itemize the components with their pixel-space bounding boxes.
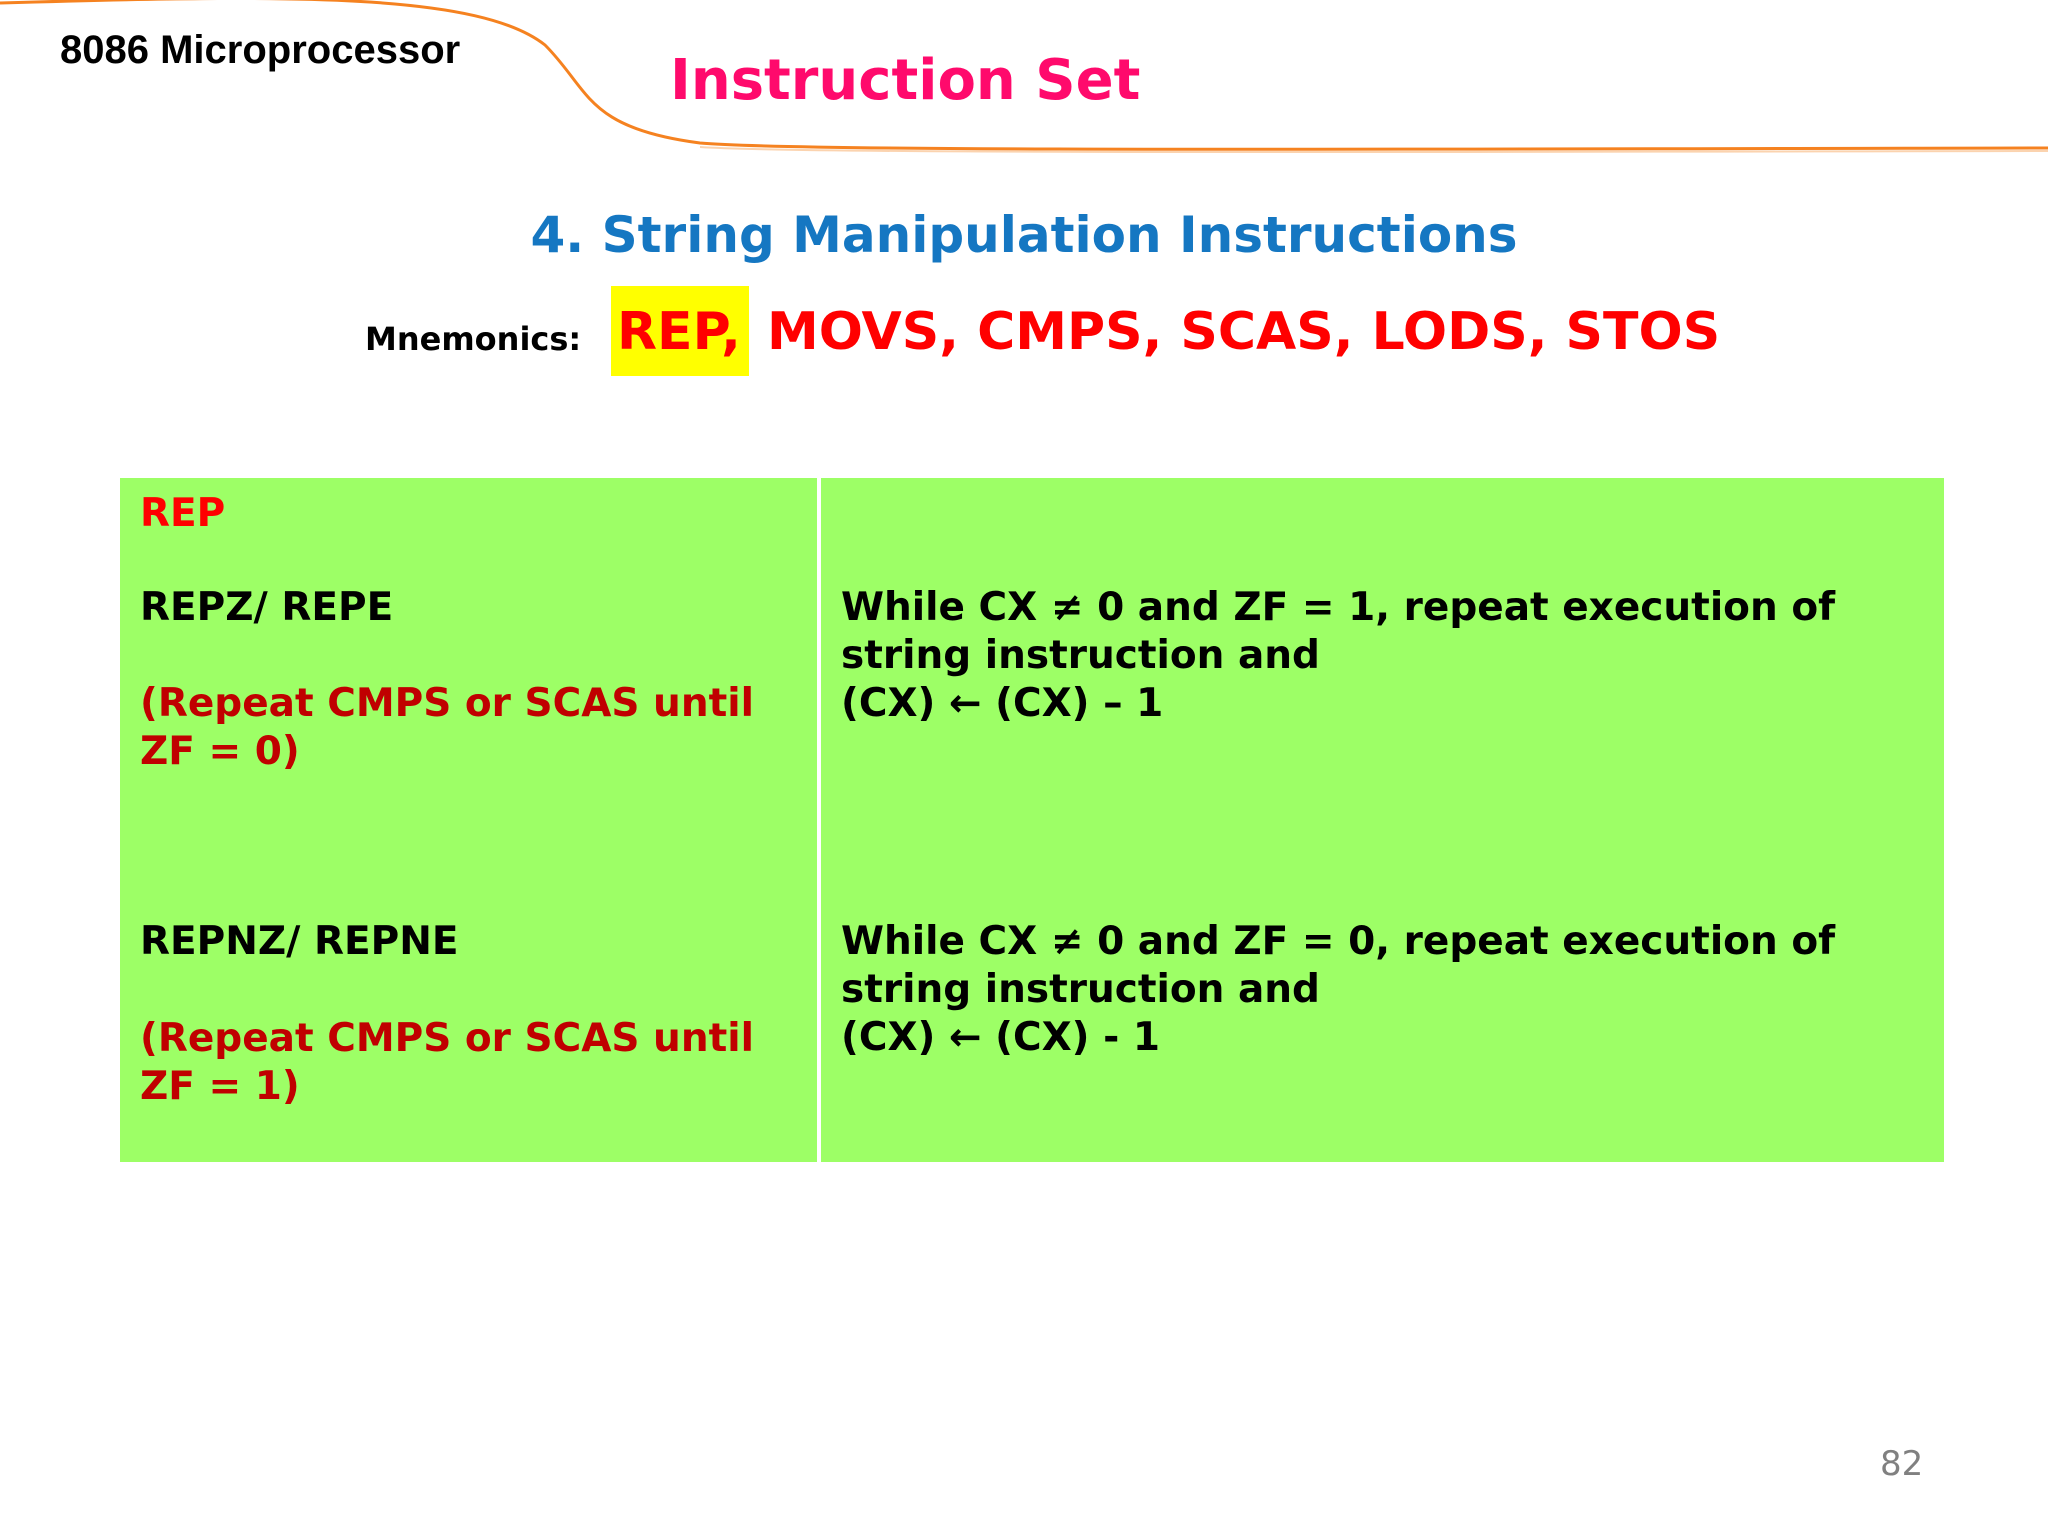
- row-2-note-line-2: ZF = 1): [140, 1064, 300, 1109]
- row-1-desc-line-1: While CX ≠ 0 and ZF = 1, repeat executio…: [841, 585, 1836, 630]
- slide-title: Instruction Set: [670, 48, 1141, 113]
- page-number: 82: [1880, 1444, 1924, 1484]
- row-2-note-line-1: (Repeat CMPS or SCAS until: [140, 1016, 754, 1061]
- row-1-desc-line-2: string instruction and: [841, 633, 1320, 678]
- row-1-mnemonic: REPZ/ REPE: [140, 585, 394, 630]
- section-heading: 4. String Manipulation Instructions: [530, 206, 1518, 264]
- row-2-desc-line-3: (CX) ← (CX) - 1: [841, 1015, 1160, 1060]
- mnemonic-highlighted: REP,: [617, 302, 741, 362]
- row-2-mnemonic: REPNZ/ REPNE: [140, 919, 459, 964]
- mnemonics-label: Mnemonics:: [365, 320, 582, 358]
- column-divider: [817, 478, 821, 1162]
- mnemonic-list: MOVS, CMPS, SCAS, LODS, STOS: [767, 302, 1721, 362]
- row-1-note-line-2: ZF = 0): [140, 729, 300, 774]
- row-1-desc-line-3: (CX) ← (CX) – 1: [841, 681, 1164, 726]
- header-curve-decoration: [0, 0, 2048, 154]
- row-2-desc-line-1: While CX ≠ 0 and ZF = 0, repeat executio…: [841, 919, 1836, 964]
- row-1-note-line-1: (Repeat CMPS or SCAS until: [140, 681, 754, 726]
- mnemonic-highlight-box: REP,: [611, 286, 749, 376]
- row-2-desc-line-2: string instruction and: [841, 967, 1320, 1012]
- course-title: 8086 Microprocessor: [60, 28, 461, 72]
- table-title: REP: [140, 491, 226, 536]
- instruction-table: REP REPZ/ REPE (Repeat CMPS or SCAS unti…: [120, 478, 1944, 1162]
